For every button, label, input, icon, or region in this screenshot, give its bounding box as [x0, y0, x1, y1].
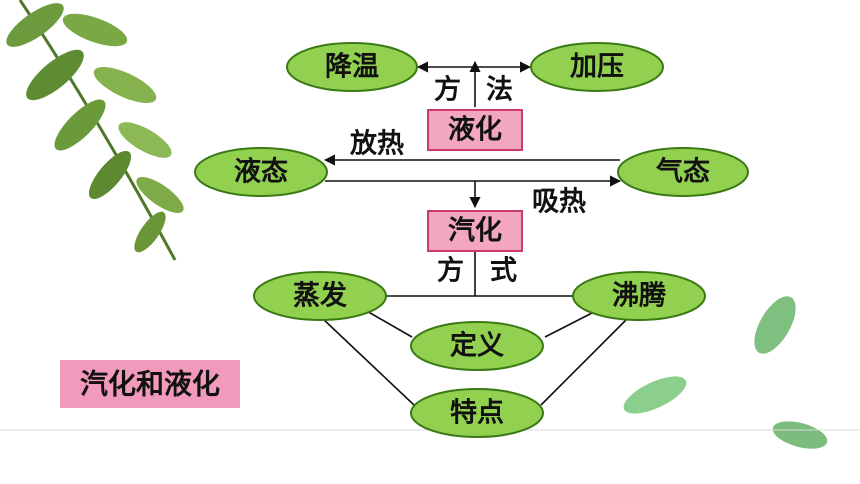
label-method-left: 方	[434, 74, 461, 106]
topic-box: 汽化和液化	[60, 360, 240, 408]
box-vaporization: 汽化	[427, 210, 523, 252]
label-mode-left: 方	[437, 255, 464, 287]
node-liquid: 液态	[194, 147, 328, 197]
box-vaporization-label: 汽化	[448, 216, 502, 247]
node-boiling: 沸腾	[572, 271, 706, 321]
node-gas-label: 气态	[655, 157, 710, 188]
label-release-heat: 放热	[349, 128, 404, 160]
label-mode-right: 式	[490, 256, 517, 287]
connectors	[321, 60, 629, 406]
node-pressurize-label: 加压	[570, 52, 624, 83]
topic-label: 汽化和液化	[80, 368, 220, 401]
boiling-features-line	[540, 317, 629, 406]
boiling-definition-line	[544, 312, 593, 338]
evaporation-definition-line	[364, 309, 413, 338]
node-gas: 气态	[617, 147, 749, 197]
node-boiling-label: 沸腾	[612, 281, 667, 312]
node-evaporation: 蒸发	[253, 271, 387, 321]
node-cooling-label: 降温	[325, 52, 379, 83]
node-pressurize: 加压	[530, 42, 664, 92]
node-definition-label: 定义	[450, 330, 504, 362]
label-method-right: 法	[486, 75, 513, 106]
node-features-label: 特点	[450, 398, 504, 429]
evaporation-features-line	[321, 317, 415, 406]
node-evaporation-label: 蒸发	[293, 280, 347, 312]
box-liquefaction: 液化	[427, 109, 523, 151]
node-cooling: 降温	[286, 42, 418, 92]
node-liquid-label: 液态	[234, 157, 288, 188]
small-leaves-decoration	[623, 296, 828, 449]
label-absorb-heat: 吸热	[532, 187, 586, 218]
fern-leaf-decoration	[6, 0, 184, 261]
node-features: 特点	[410, 388, 544, 438]
box-liquefaction-label: 液化	[448, 115, 502, 146]
node-definition: 定义	[410, 321, 544, 371]
